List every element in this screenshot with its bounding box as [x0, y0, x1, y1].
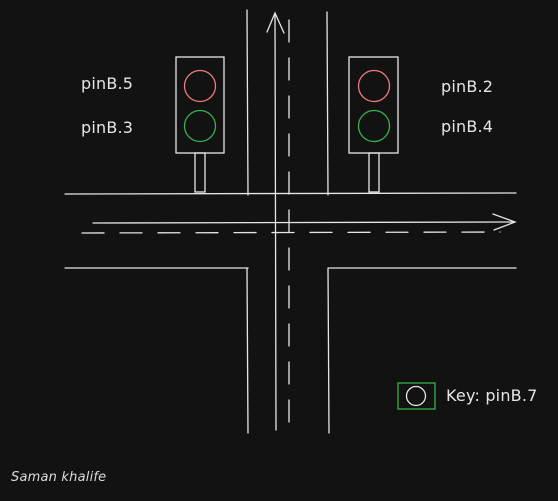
left-red-lamp — [183, 69, 217, 103]
road-edge-upper — [64, 192, 517, 195]
road-edge-bottom-right — [327, 267, 330, 434]
right-red-lamp — [357, 69, 391, 103]
key-button — [397, 382, 436, 410]
road-edge-top-right — [326, 11, 329, 196]
road-edge-bottom-left — [246, 267, 249, 434]
eastbound-arrow-line — [92, 221, 515, 224]
right-light-housing — [348, 56, 399, 154]
right-light-pole — [368, 152, 380, 193]
left-red-pin-label: pinB.5 — [81, 74, 134, 93]
right-green-lamp — [357, 109, 391, 143]
left-light-housing — [175, 56, 225, 154]
left-traffic-light — [175, 56, 225, 193]
road-edge-top-left — [246, 9, 249, 196]
horizontal-lane-divider — [81, 231, 501, 234]
eastbound-arrowhead — [492, 213, 517, 231]
right-traffic-light — [348, 56, 399, 193]
left-green-pin-label: pinB.3 — [81, 118, 134, 137]
key-label: Key: pinB.7 — [446, 386, 538, 405]
left-light-pole — [194, 152, 206, 193]
right-green-pin-label: pinB.4 — [441, 117, 494, 136]
northbound-arrowhead — [266, 11, 285, 34]
key-circle-icon — [405, 385, 427, 407]
right-red-pin-label: pinB.2 — [441, 77, 494, 96]
key-box — [397, 382, 436, 410]
left-green-lamp — [183, 109, 217, 143]
author-signature: Saman khalife — [11, 470, 107, 485]
